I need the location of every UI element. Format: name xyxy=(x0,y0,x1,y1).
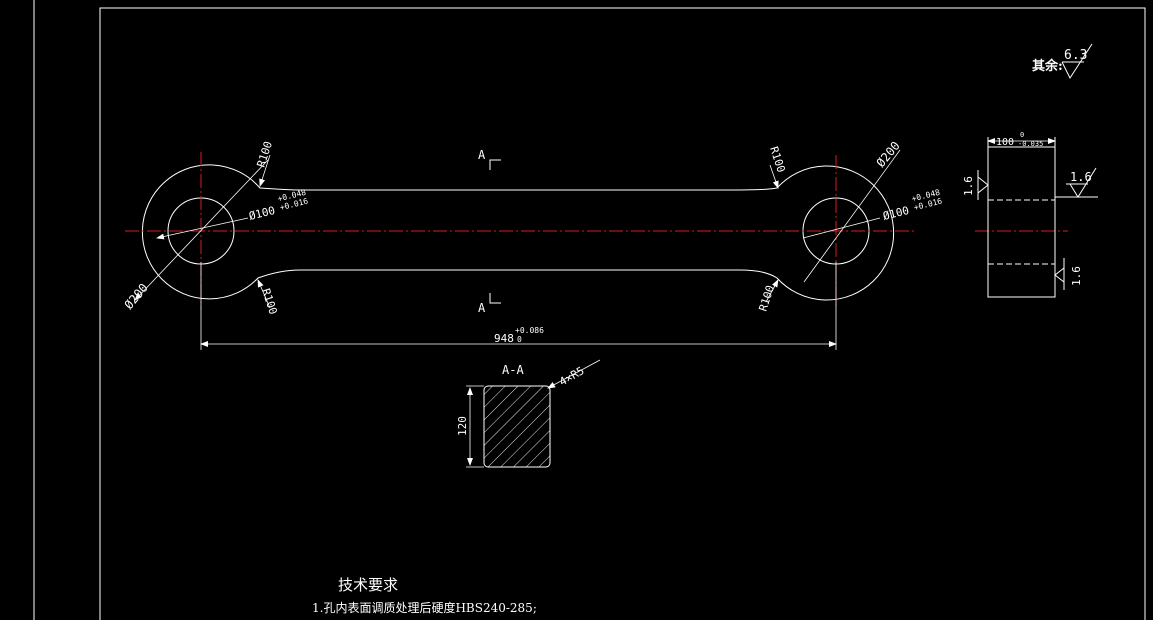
fillet-label-1: R100 xyxy=(254,140,275,169)
side-width-nominal: 100 xyxy=(996,137,1014,148)
length-nominal: 948 xyxy=(494,332,514,345)
section-height: 120 xyxy=(456,416,469,436)
roughness-other-symbol: 其余: 6.3 xyxy=(1032,43,1093,80)
dia-big-right: Ø200 xyxy=(874,139,903,170)
tech-req-item-1: 1.孔内表面调质处理后硬度HBS240-285; xyxy=(312,600,537,615)
rod-outline xyxy=(141,164,895,301)
hole-right-dim: Ø100 +0.048 +0.016 xyxy=(882,188,944,223)
drawing-frame xyxy=(33,0,1146,620)
side-roughness-left: 1.6 xyxy=(962,176,975,196)
length-upper: +0.086 xyxy=(515,326,544,335)
section-mark-top-label: A xyxy=(478,148,486,162)
section-mark-top: A xyxy=(478,148,501,170)
side-width-upper: 0 xyxy=(1020,131,1024,139)
tech-req-title: 技术要求 xyxy=(338,576,398,594)
centerlines xyxy=(125,152,1068,310)
section-mark-bottom: A xyxy=(478,293,501,315)
length-lower: 0 xyxy=(517,335,522,344)
side-roughness-right-top: 1.6 xyxy=(1070,170,1092,184)
roughness-other-value: 6.3 xyxy=(1064,48,1087,63)
hole-right-nominal: Ø100 xyxy=(882,204,911,223)
fillet-label-2: R100 xyxy=(259,287,280,316)
section-corners: 4×R5 xyxy=(557,364,586,389)
side-roughness-right-bottom: 1.6 xyxy=(1070,266,1083,286)
dia-big-left: Ø200 xyxy=(122,281,151,312)
section-title: A-A xyxy=(502,363,524,377)
main-view xyxy=(141,164,895,301)
side-view xyxy=(977,137,1098,298)
roughness-check-icon xyxy=(1061,43,1093,80)
section-mark-bottom-label: A xyxy=(478,301,486,315)
side-width-lower: -0.035 xyxy=(1018,140,1043,148)
dimension-leaders xyxy=(134,149,901,309)
roughness-other-label: 其余: xyxy=(1032,58,1063,74)
hole-left-nominal: Ø100 xyxy=(248,204,277,223)
hole-left-dim: Ø100 +0.048 +0.016 xyxy=(248,188,310,223)
fillet-label-4: R100 xyxy=(756,284,777,313)
fillet-label-3: R100 xyxy=(767,145,788,174)
section-view xyxy=(466,359,601,468)
length-dimension xyxy=(200,262,837,350)
